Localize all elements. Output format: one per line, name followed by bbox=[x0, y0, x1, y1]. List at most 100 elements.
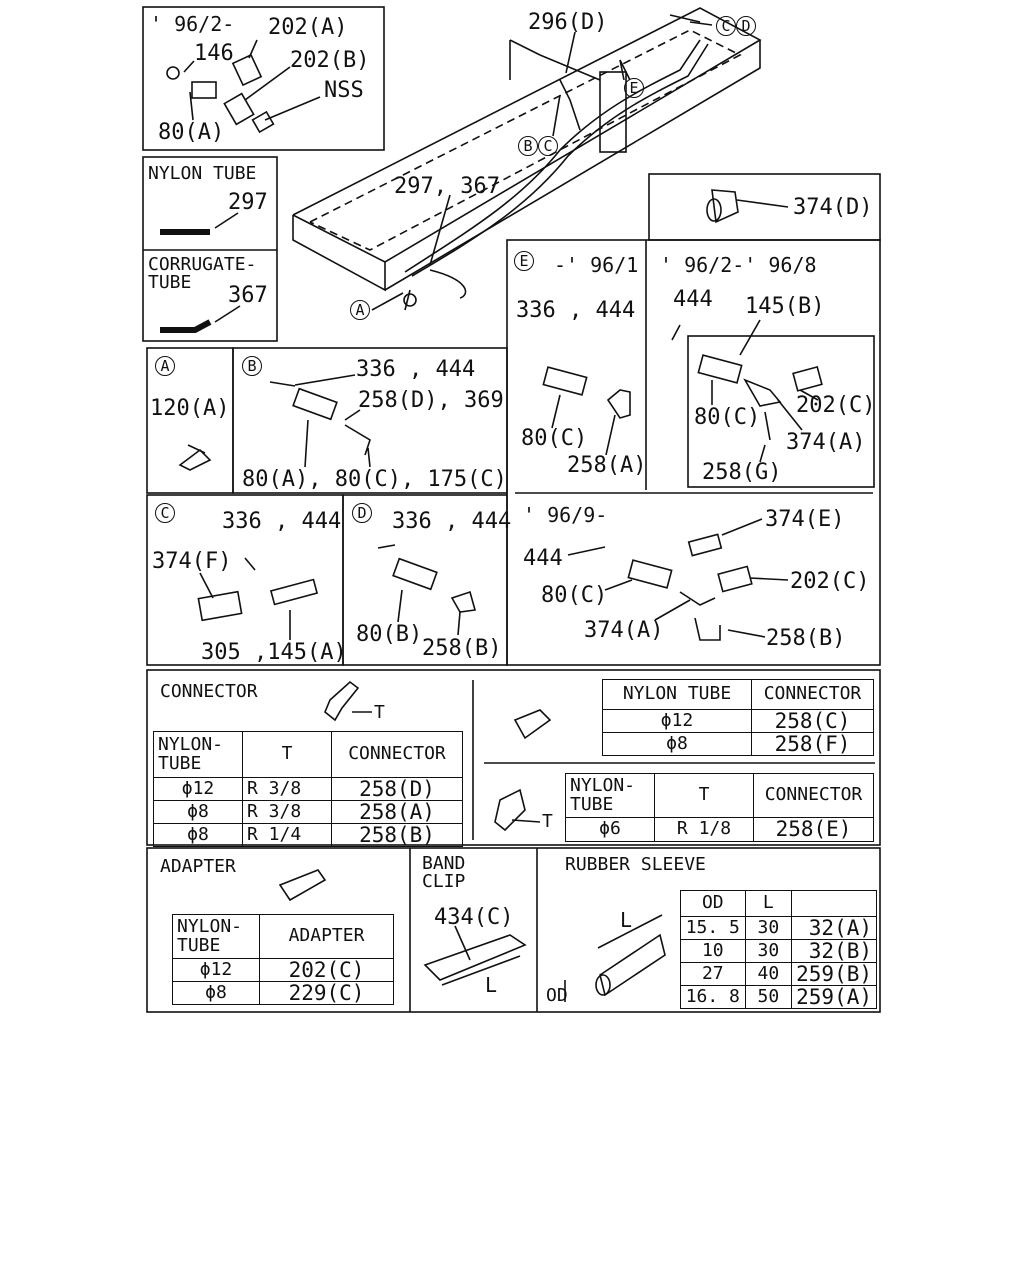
part-label-146: 146 bbox=[194, 41, 234, 66]
part-label-145b: 145(B) bbox=[745, 294, 825, 319]
marker-c2: C bbox=[538, 136, 558, 156]
sleeve-header-l: L bbox=[744, 890, 793, 917]
marker-d: D bbox=[736, 16, 756, 36]
part-label-258b-d: 258(B) bbox=[422, 636, 502, 661]
part-label-374e: 374(E) bbox=[765, 507, 845, 532]
table-cell: 40 bbox=[744, 962, 793, 987]
ref-marker-e-frame: E bbox=[624, 78, 644, 98]
table-cell: 258(E) bbox=[753, 817, 874, 842]
part-label-202b: 202(B) bbox=[290, 48, 370, 73]
nylon-tube-title: NYLON TUBE bbox=[148, 163, 257, 184]
table-cell: 258(A) bbox=[331, 800, 463, 825]
table-cell: ϕ6 bbox=[565, 817, 655, 842]
part-label-297: 297 bbox=[228, 190, 268, 215]
part-label-80a-80c-175c: 80(A), 80(C), 175(C) bbox=[242, 467, 507, 492]
part-label-202c-e3: 202(C) bbox=[790, 569, 870, 594]
part-label-336-c: 336 , 444 bbox=[222, 509, 342, 534]
part-label-120a: 120(A) bbox=[150, 396, 230, 421]
date-label-9602: ' 96/2- bbox=[150, 12, 235, 36]
sleeve-header-od: OD bbox=[680, 890, 746, 917]
table-cell: 258(F) bbox=[751, 732, 874, 757]
part-label-434c: 434(C) bbox=[434, 905, 514, 930]
marker-b-panel: B bbox=[242, 356, 262, 376]
part-label-374f: 374(F) bbox=[152, 549, 232, 574]
part-label-444-e3: 444 bbox=[523, 546, 563, 571]
part-label-80c-e2: 80(C) bbox=[694, 405, 761, 430]
ref-marker-a-frame: A bbox=[350, 300, 370, 320]
table-cell: 259(A) bbox=[791, 985, 877, 1010]
table-cell: 258(B) bbox=[331, 823, 463, 848]
table-cell: 32(B) bbox=[791, 939, 877, 964]
part-label-258d-369: 258(D), 369 bbox=[358, 388, 504, 413]
sleeve-header-part bbox=[791, 890, 877, 917]
rubber-sleeve-title: RUBBER SLEEVE bbox=[565, 854, 706, 875]
adapter-header-nylon: NYLON-TUBE bbox=[172, 914, 260, 959]
table-cell: 258(D) bbox=[331, 776, 463, 802]
part-label-296d: 296(D) bbox=[528, 10, 608, 35]
part-label-258g: 258(G) bbox=[702, 460, 782, 485]
part-label-305-145a: 305 ,145(A) bbox=[201, 640, 347, 665]
date-label-e3: ' 96/9- bbox=[523, 503, 608, 527]
marker-a: A bbox=[350, 300, 370, 320]
table-cell: ϕ8 bbox=[172, 981, 260, 1006]
part-label-80c-e: 80(C) bbox=[521, 426, 588, 451]
ct3-header-connector: CONNECTOR bbox=[753, 773, 874, 818]
table-cell: ϕ8 bbox=[153, 800, 243, 825]
part-label-202c-e: 202(C) bbox=[796, 393, 876, 418]
ad-h1b: TUBE bbox=[177, 934, 221, 956]
connector-t-label-2: T bbox=[542, 811, 553, 832]
part-label-297-367: 297, 367 bbox=[394, 174, 500, 199]
table-cell: 229(C) bbox=[259, 981, 394, 1006]
part-label-336-d: 336 , 444 bbox=[392, 509, 512, 534]
part-label-374a-e: 374(A) bbox=[786, 430, 866, 455]
ct1-header-t: T bbox=[242, 731, 332, 778]
ct1-header-nylon: NYLON-TUBE bbox=[153, 731, 243, 778]
band-clip-l-label: L bbox=[485, 973, 498, 997]
part-label-202a: 202(A) bbox=[268, 15, 348, 40]
corrugate-title-1: CORRUGATE- bbox=[148, 254, 257, 275]
marker-c: C bbox=[716, 16, 736, 36]
sleeve-l-label: L bbox=[620, 908, 633, 932]
panel-d-marker-wrap: D bbox=[352, 503, 372, 523]
part-label-258b-e3: 258(B) bbox=[766, 626, 846, 651]
ct2-header-connector: CONNECTOR bbox=[751, 679, 874, 710]
marker-d-panel: D bbox=[352, 503, 372, 523]
panel-b-marker-wrap: B bbox=[242, 356, 262, 376]
ct3-h1a: NYLON- bbox=[570, 774, 636, 796]
date-label-e1: -' 96/1 bbox=[554, 253, 639, 277]
ct1-header-connector: CONNECTOR bbox=[331, 731, 463, 778]
table-cell: ϕ12 bbox=[153, 776, 243, 802]
ct2-header-nylon: NYLON TUBE bbox=[602, 679, 752, 710]
part-label-444-e: 444 bbox=[673, 287, 713, 312]
table-cell: 10 bbox=[680, 939, 746, 964]
adapter-header-adapter: ADAPTER bbox=[259, 914, 394, 959]
sleeve-od-label: OD bbox=[546, 985, 568, 1006]
table-cell: 202(C) bbox=[259, 957, 394, 983]
part-label-258a-e: 258(A) bbox=[567, 453, 647, 478]
part-label-80a: 80(A) bbox=[158, 120, 225, 145]
part-label-80b: 80(B) bbox=[356, 622, 423, 647]
date-label-e2: ' 96/2-' 96/8 bbox=[660, 253, 817, 277]
panel-a-marker-wrap: A bbox=[155, 356, 175, 376]
table-cell: R 1/4 bbox=[242, 823, 332, 848]
part-label-336-b: 336 , 444 bbox=[356, 357, 476, 382]
marker-e-panel: E bbox=[514, 251, 534, 271]
table-cell: 258(C) bbox=[751, 708, 874, 734]
ct1-h1b: TUBE bbox=[158, 752, 202, 774]
table-cell: R 3/8 bbox=[242, 800, 332, 825]
marker-e: E bbox=[624, 78, 644, 98]
part-label-80c-e3: 80(C) bbox=[541, 583, 608, 608]
